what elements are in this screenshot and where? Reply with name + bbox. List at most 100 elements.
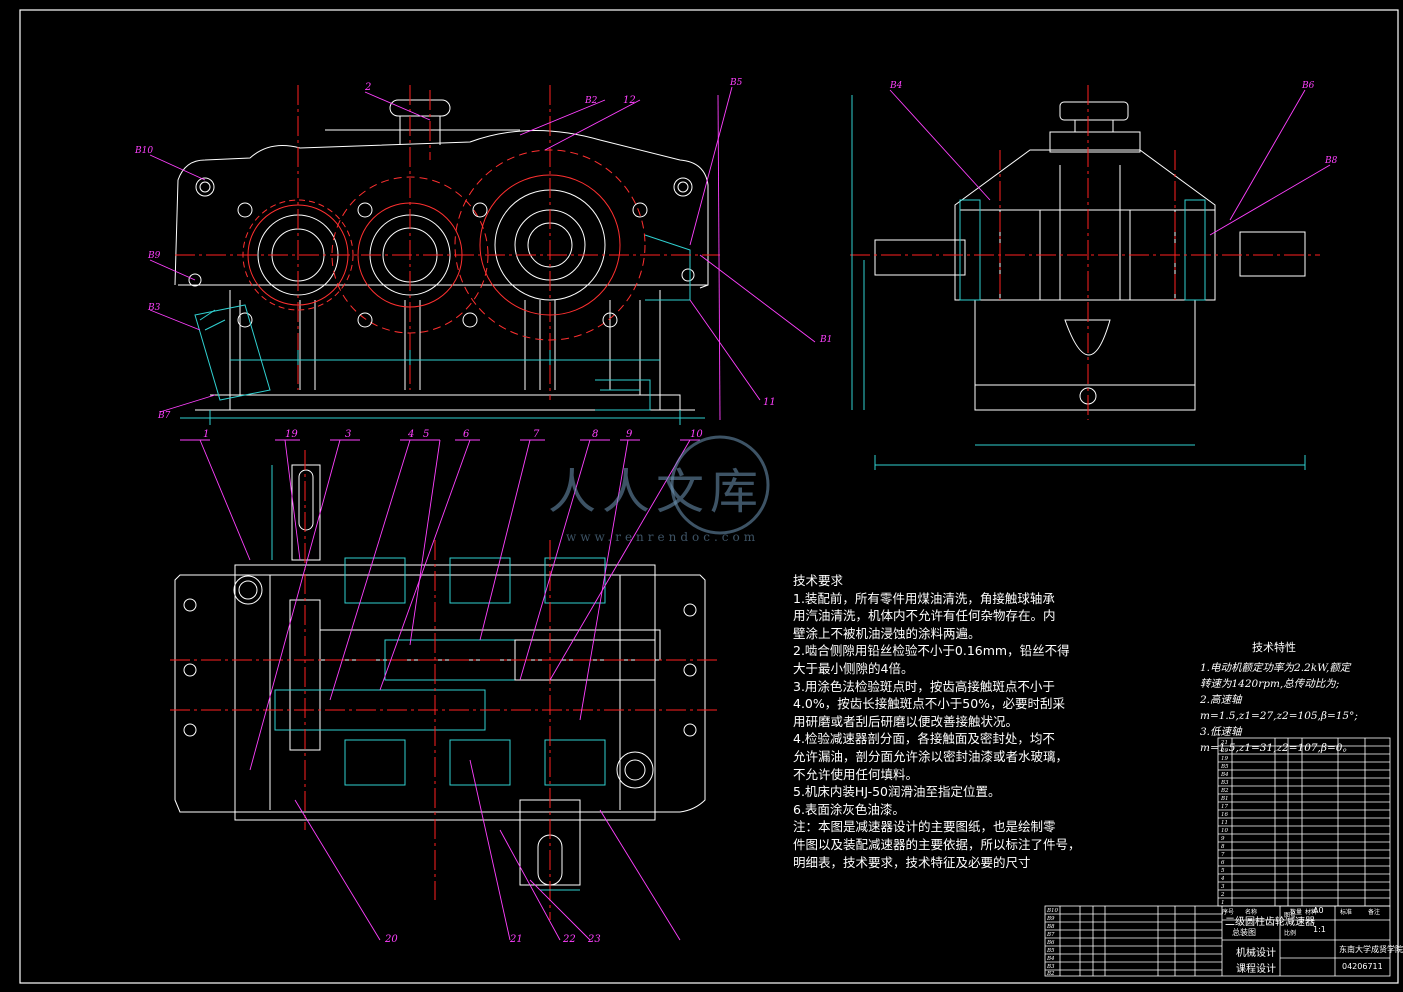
title-block-scale-label: 比例: [1284, 930, 1297, 937]
tech-req-line: 用研磨或者刮后研磨以便改善接触状况。: [793, 713, 1019, 729]
title-block-mat-label: 材料: [1305, 909, 1318, 916]
title-block-drawing-name: 二级圆柱齿轮减速器: [1225, 917, 1315, 928]
title-block-name-label: 名称: [1245, 909, 1258, 916]
ref-label: B1: [819, 335, 832, 345]
technical-specs: 技术特性 1.电动机额定功率为2.2kW,额定 转速为1420rpm,总传动比为…: [1200, 640, 1400, 756]
part-label: 11: [763, 397, 776, 408]
top-view: [170, 450, 720, 920]
svg-text:B7: B7: [1046, 932, 1055, 938]
title-block-scale-value: 1:1: [1313, 925, 1326, 934]
svg-text:B3: B3: [1220, 780, 1229, 786]
title-block-std-label: 标准: [1340, 909, 1353, 916]
part-label: 5: [423, 429, 429, 440]
svg-text:9: 9: [1221, 836, 1225, 842]
svg-text:B5: B5: [1220, 764, 1229, 770]
svg-text:20: 20: [1220, 748, 1228, 754]
ref-label: B4: [889, 81, 903, 91]
tech-req-line: 用汽油清洗，机体内不允许有任何杂物存在。内: [793, 608, 1056, 624]
ref-label: B2: [584, 96, 598, 106]
parts-list-table: [1044, 737, 1391, 977]
part-label: 12: [623, 95, 636, 106]
tech-spec-line: 转速为1420rpm,总传动比为;: [1200, 678, 1340, 690]
title-block-student-no: 04206711: [1342, 962, 1383, 971]
ref-label: B5: [729, 78, 743, 88]
tech-req-line: 4.0%，按齿长接触斑点不小于50%，必要时刮采: [793, 696, 1066, 712]
svg-text:7: 7: [1221, 852, 1225, 858]
title-block-seq-label: 序号: [1222, 909, 1235, 916]
svg-text:B9: B9: [1046, 916, 1055, 922]
ref-label: B10: [134, 146, 153, 156]
ref-label: B6: [1301, 81, 1315, 91]
svg-text:21: 21: [1220, 740, 1228, 746]
svg-text:16: 16: [1221, 812, 1228, 818]
svg-text:11: 11: [1221, 820, 1228, 826]
tech-req-title: 技术要求: [793, 573, 844, 588]
svg-text:B3: B3: [1046, 964, 1055, 970]
tech-spec-line: 1.电动机额定功率为2.2kW,额定: [1200, 662, 1351, 674]
svg-text:B5: B5: [1046, 948, 1055, 954]
title-block-sheet-label: 图号: [1284, 912, 1297, 919]
tech-req-line: 不允许使用任何填料。: [793, 766, 919, 782]
tech-req-line: 3.用涂色法检验斑点时，按齿高接触斑点不小于: [793, 678, 1055, 694]
part-label: 9: [626, 429, 633, 440]
technical-requirements: 技术要求 1.装配前，所有零件用煤油清洗，角接触球轴承 用汽油清洗，机体内不允许…: [793, 572, 1093, 871]
title-block-sheet-value: A0: [1313, 906, 1324, 915]
part-label: 20: [384, 934, 398, 945]
svg-text:1: 1: [1221, 900, 1225, 906]
tech-req-line: 大于最小侧隙的4倍。: [793, 660, 914, 676]
part-label: 3: [345, 429, 351, 440]
tech-req-line: 明细表，技术要求，技术特征及必要的尺寸: [793, 854, 1031, 870]
tech-spec-line: 3.低速轴: [1200, 726, 1242, 738]
tech-req-line: 5.机床内装HJ-50润滑油至指定位置。: [793, 784, 1001, 800]
sheet-frame: [19, 9, 1399, 984]
tech-req-line: 允许漏油，剖分面允许涂以密封油漆或者水玻璃，: [793, 748, 1069, 764]
svg-text:B4: B4: [1220, 772, 1229, 778]
ref-label: B9: [147, 251, 161, 261]
part-label: 6: [463, 429, 470, 440]
tech-req-line: 6.表面涂灰色油漆。: [793, 801, 905, 817]
part-label: 22: [562, 934, 576, 945]
title-block-sub-name: 总装图: [1232, 928, 1256, 937]
part-label: 7: [533, 429, 540, 440]
tech-req-line: 1.装配前，所有零件用煤油清洗，角接触球轴承: [793, 590, 1055, 606]
ref-label: B7: [157, 411, 171, 421]
svg-text:2: 2: [1220, 892, 1225, 898]
tech-req-line: 壁涂上不被机油浸蚀的涂料两遍。: [793, 625, 981, 641]
svg-text:B8: B8: [1046, 924, 1055, 930]
title-block-note-label: 备注: [1368, 909, 1381, 916]
ref-label: B3: [147, 303, 161, 313]
svg-text:B2: B2: [1046, 971, 1055, 977]
front-view: [174, 85, 720, 425]
svg-text:6: 6: [1221, 860, 1225, 866]
tech-req-line: 2.啮合侧隙用铅丝检验不小于0.16mm，铅丝不得: [793, 643, 1070, 659]
tech-spec-line: 2.高速轴: [1200, 694, 1242, 706]
part-label: 10: [690, 429, 703, 440]
title-block-qty-label: 数量: [1290, 909, 1303, 916]
tech-req-line: 件图以及装配减速器的主要依据，所以标注了件号，: [793, 836, 1081, 852]
svg-text:8: 8: [1221, 844, 1225, 850]
svg-text:4: 4: [1220, 876, 1225, 882]
svg-text:B4: B4: [1046, 956, 1055, 962]
svg-text:B6: B6: [1046, 940, 1055, 946]
part-label: 8: [592, 429, 598, 440]
watermark-url: www.renrendoc.com: [566, 530, 760, 544]
ref-label: B8: [1324, 156, 1338, 166]
tech-spec-line: m=1.5,z1=27,z2=105,β=15°;: [1200, 710, 1358, 722]
part-label: 23: [587, 934, 601, 945]
svg-text:B10: B10: [1046, 908, 1059, 914]
title-block-course-a: 机械设计: [1236, 948, 1276, 959]
tech-spec-title: 技术特性: [1252, 641, 1296, 654]
part-number-labels: 1 2 3 4 5 6 7 8 9 10 11 12 19 20 21 22 2…: [203, 82, 776, 945]
tech-req-line: 4.检验减速器剖分面，各接触面及密封处，均不: [793, 731, 1055, 747]
title-block-school: 东南大学成贤学院: [1339, 945, 1403, 954]
svg-text:5: 5: [1221, 868, 1225, 874]
tech-spec-line: m=1.5,z1=31,z2=107,β=0。: [1200, 742, 1353, 754]
leader-lines: [149, 86, 1331, 941]
svg-text:19: 19: [1221, 756, 1228, 762]
svg-text:17: 17: [1221, 804, 1228, 810]
part-label: 2: [364, 82, 371, 93]
watermark-text: 人人文库: [548, 464, 765, 520]
tech-req-line: 注：本图是减速器设计的主要图纸，也是绘制零: [793, 819, 1056, 835]
